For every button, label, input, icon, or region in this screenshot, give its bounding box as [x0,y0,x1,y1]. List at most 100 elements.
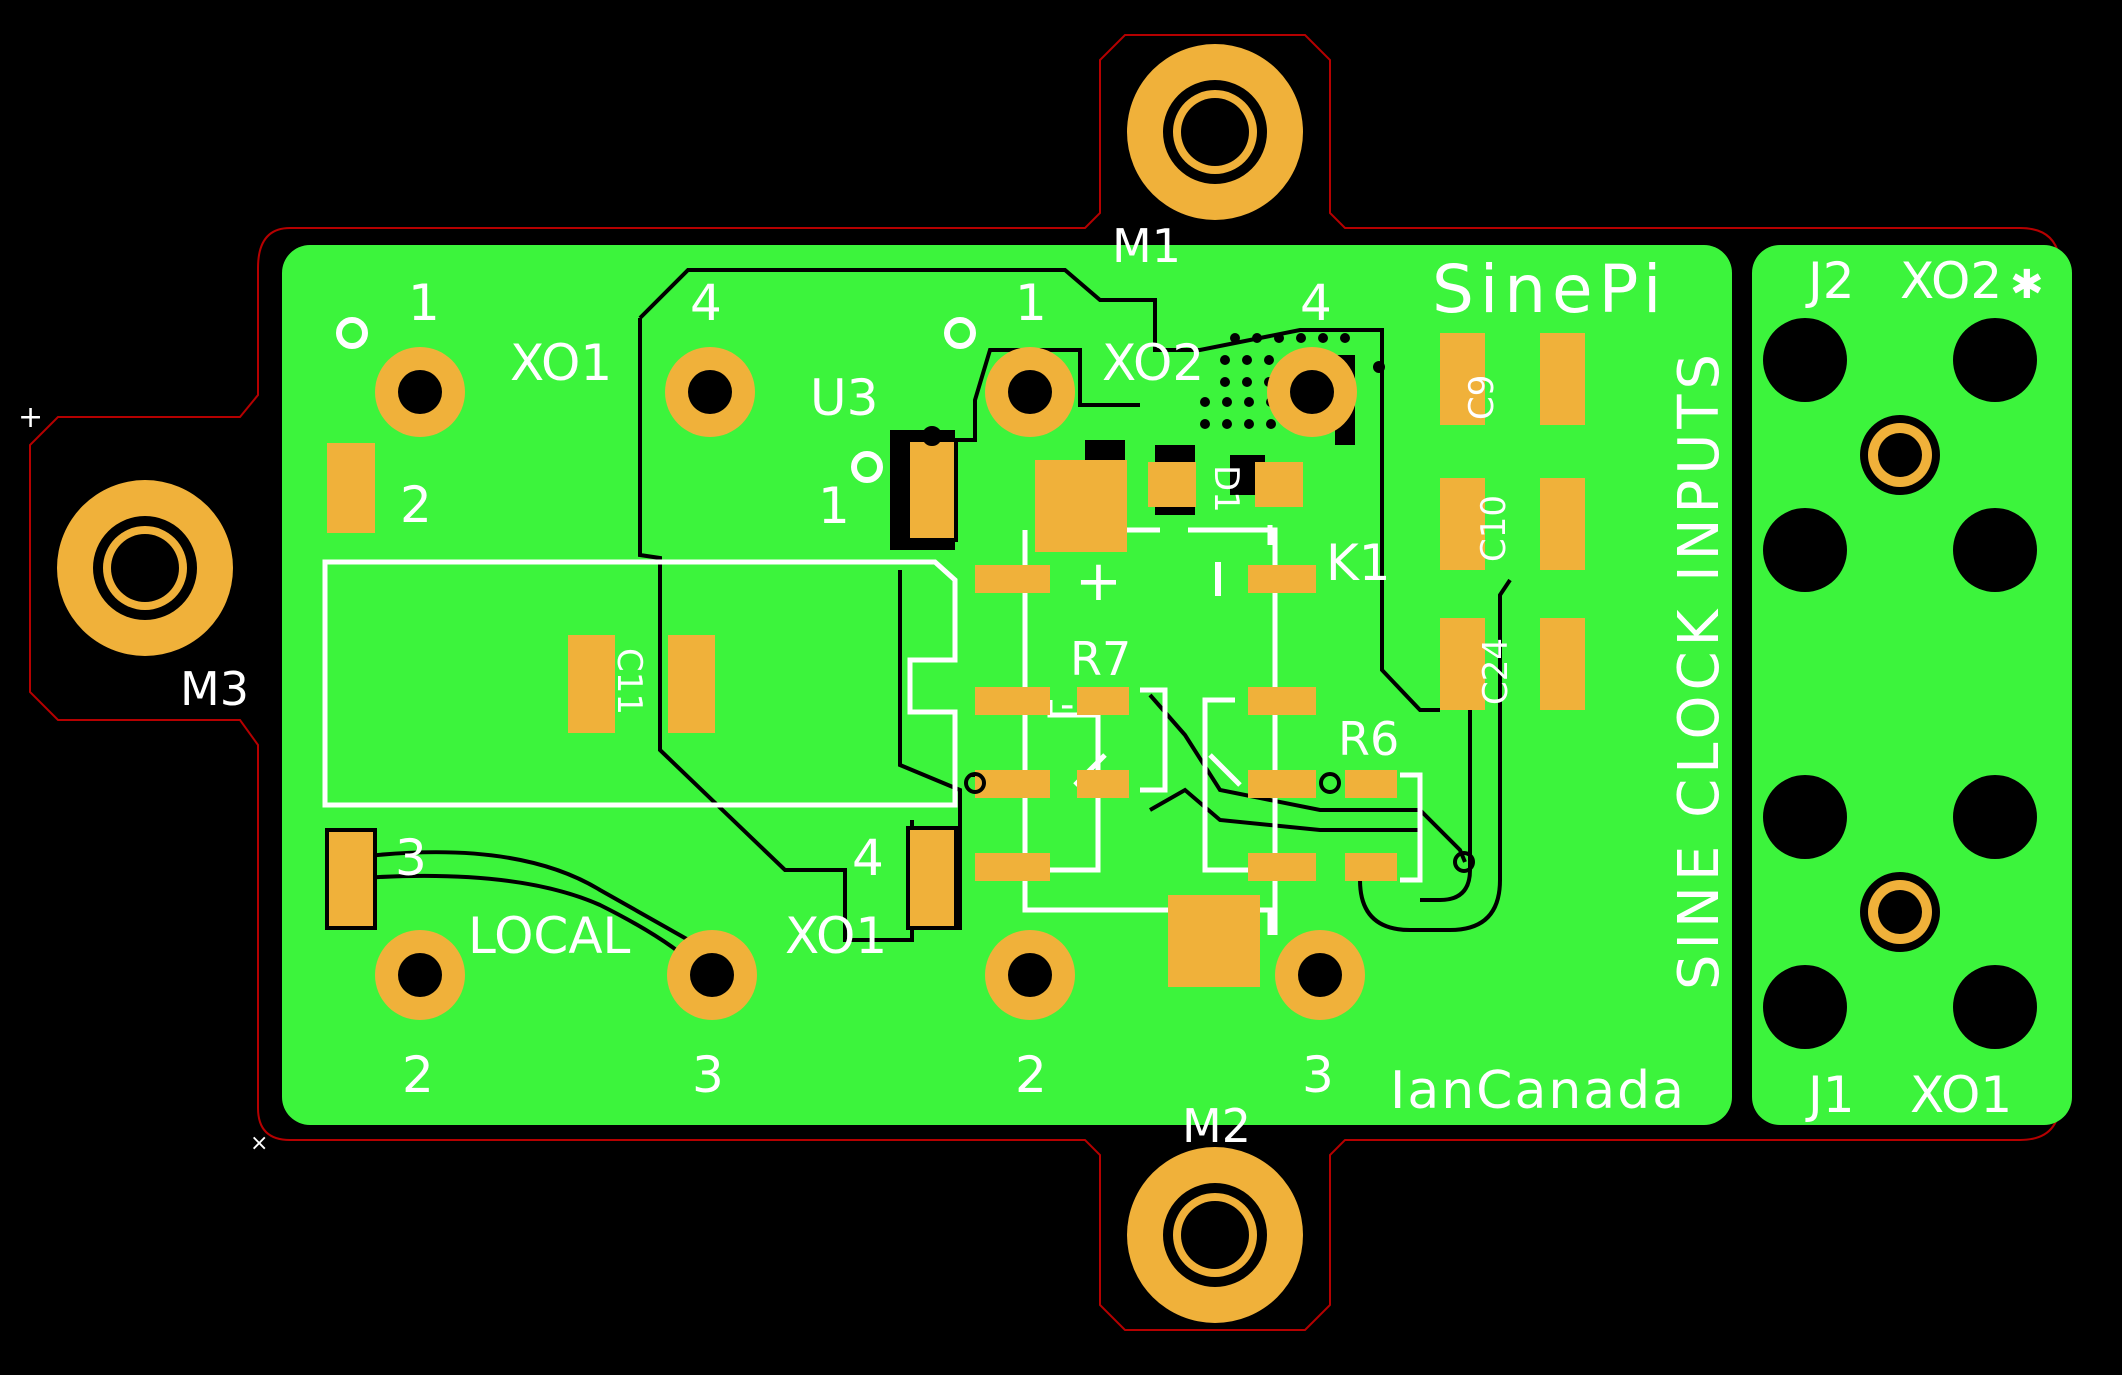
xo2-pin-1 [985,347,1075,437]
mounting-hole-m3 [57,480,233,656]
c10-pad-2 [1540,478,1585,570]
c11-pad-1 [568,635,615,733]
xo1-pin-1 [375,347,465,437]
k1-label: K1 [1326,534,1391,592]
xo1-pin-2 [375,930,465,1020]
r7-box [1140,687,1168,793]
xo2-pin-2 [985,930,1075,1020]
r7-pad-1 [975,687,1050,715]
j2-label: J2 [1805,252,1855,310]
r6-box [1202,697,1270,873]
k1-bottom-pad [1168,895,1260,987]
m1-label: M1 [1112,219,1181,273]
u3-pin1-marker [851,451,883,483]
xo1-pin1-marker [336,317,368,349]
r6-pad-4 [1345,853,1397,881]
r6-pad-2 [1345,770,1397,798]
local-pin-2-label: 2 [400,476,432,534]
smd-pads [325,333,1585,987]
side-label: SINE CLOCK INPUTS [1667,349,1732,990]
mounting-hole-m1 [1127,44,1303,220]
xo2-pin1-marker [944,317,976,349]
xo1-label-top: XO1 [510,334,612,392]
c10-pad-1 [1440,478,1485,570]
j1-pin-4 [1953,965,2037,1049]
corner-marker: × [250,1131,268,1156]
c11-pad-2 [668,635,715,733]
author-label: IanCanada [1390,1061,1686,1121]
r6-via-2 [1319,772,1341,794]
d1-pad-1 [1148,462,1196,507]
c9-pad-2 [1540,333,1585,425]
d1-pad-2 [1255,462,1303,507]
c24-label: C24 [1476,638,1516,705]
d1-label: D1 [1206,465,1246,513]
c11-label: C11 [609,648,649,715]
xo1-label-bottom: XO1 [785,907,887,965]
connector-copper-pour [1752,245,2072,1125]
local-pin-3-label: 3 [395,829,427,887]
j2-pin-4 [1953,508,2037,592]
j1-label: J1 [1805,1066,1855,1124]
r7-label: R7 [1070,632,1131,686]
pin1-markers [336,317,1475,873]
plus-label: + [1075,549,1122,614]
c24-pad-1 [1440,618,1485,710]
k1-pad-a [975,565,1050,593]
j2-star: ✱ [2010,262,2044,308]
u3-pin-1-label: 1 [818,477,850,535]
local-label: LOCAL [468,907,631,965]
u3-pin-4-label: 4 [852,829,884,887]
k1-big-pad [1035,460,1127,552]
c10-label: C10 [1474,495,1514,562]
u3-pad-dot [922,426,942,446]
r7-pad-2 [1077,687,1129,715]
xo1-pin-3 [667,930,757,1020]
r6-pad-3 [1248,853,1316,881]
k1-pad-b [1248,565,1316,593]
m3-label: M3 [180,662,249,716]
xo2-pin-4 [1267,347,1357,437]
xo2-pin-2-label: 2 [1015,1046,1047,1104]
j2-pin-3 [1763,508,1847,592]
c9-pad-1 [1440,333,1485,425]
section-divider [1732,245,1752,1125]
r6-box-right [1400,772,1423,883]
silkscreen-text: SinePi IanCanada SINE CLOCK INPUTS M1 M2… [180,219,2044,1153]
r6-pad-1 [1248,770,1316,798]
j1-xo-label: XO1 [1910,1066,2012,1124]
xo1-pin-3-label: 3 [692,1046,724,1104]
r7-via [964,772,986,794]
board-outline [29,34,2061,1331]
mounting-hole-m2 [1127,1147,1303,1323]
j1-center [1860,872,1940,952]
main-copper-pour [282,245,1732,1125]
origin-marker: + [18,400,43,435]
j2-pin-2 [1953,318,2037,402]
c24-pad-2 [1540,618,1585,710]
r7-pad-4 [1077,770,1129,798]
mounting-holes [57,44,1303,1323]
j1-pin-2 [1953,775,2037,859]
u3-pad-4 [906,826,958,930]
xo1-pin-4 [665,347,755,437]
xo1-pad-3 [325,828,377,930]
xo2-label: XO2 [1102,334,1204,392]
connector-hole-cores [1785,340,1825,380]
xo1-pad-2 [327,443,375,533]
u3-pad-1 [906,438,958,542]
r7-pad-3 [975,770,1050,798]
j1-pin-3 [1763,965,1847,1049]
xo1-pin-4-label: 4 [690,274,722,332]
xo2-pin-3-label: 3 [1302,1046,1334,1104]
traces [334,268,1512,972]
j2-center [1860,415,1940,495]
xo2-pin-4-label: 4 [1300,274,1332,332]
title-label: SinePi [1432,251,1667,328]
thru-hole-pads [375,318,2037,1049]
xo2-pin-3 [1275,930,1365,1020]
k1-pad-d [975,853,1050,881]
u3-label: U3 [810,369,878,427]
